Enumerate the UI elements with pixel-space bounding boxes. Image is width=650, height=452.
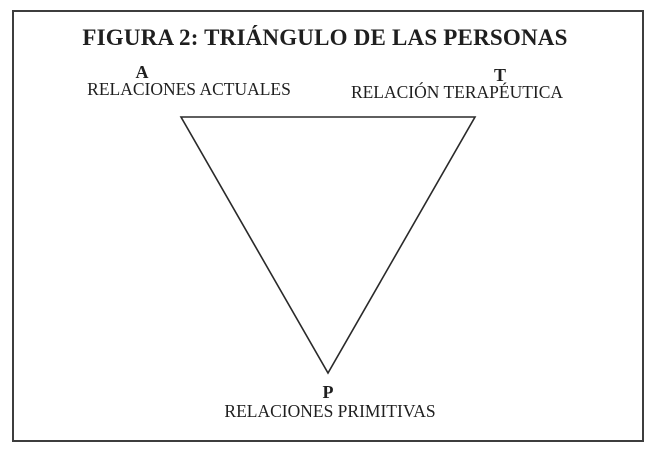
vertex-p-label: RELACIONES PRIMITIVAS: [224, 401, 436, 421]
vertex-p-letter: P: [322, 382, 334, 402]
figure-title: FIGURA 2: TRIÁNGULO DE LAS PERSONAS: [82, 25, 568, 50]
vertex-a-label: RELACIONES ACTUALES: [87, 79, 291, 99]
figure-border: [12, 10, 644, 442]
vertex-t-label: RELACIÓN TERAPÉUTICA: [350, 82, 564, 102]
vertex-a-letter: A: [135, 62, 149, 82]
vertex-t-letter: T: [493, 65, 507, 85]
